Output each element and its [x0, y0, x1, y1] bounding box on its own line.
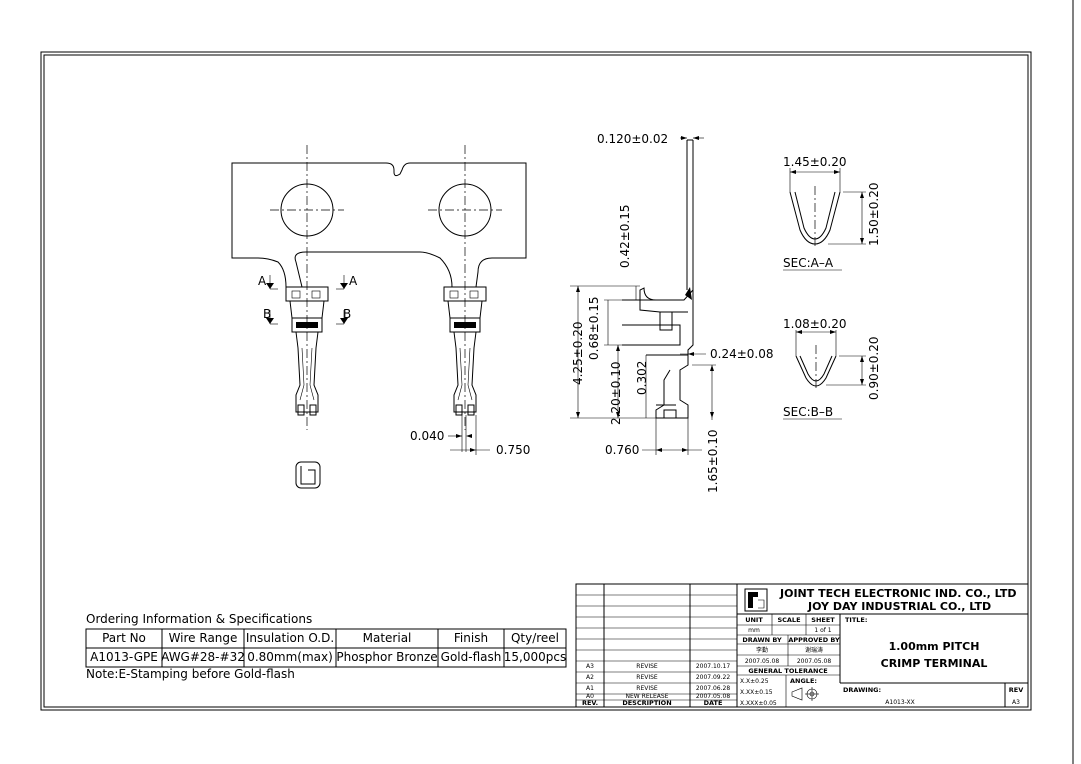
dim-042: 0.42±0.15 — [618, 205, 632, 269]
drawn-name: 李勤 — [756, 646, 768, 654]
col-material: Material — [363, 631, 412, 645]
dim-0760: 0.760 — [605, 443, 639, 457]
ordering-heading: Ordering Information & Specifications — [86, 612, 312, 626]
company-name-2: JOY DAY INDUSTRIAL CO., LTD — [807, 600, 991, 613]
drawn-date: 2007.05.08 — [745, 658, 780, 665]
ordering-note: Note:E-Stamping before Gold-flash — [86, 667, 295, 681]
rev-row4-desc: NEW RELEASE — [626, 693, 669, 700]
drawing-no-label: DRAWING: — [843, 686, 881, 694]
title-label: TITLE: — [845, 616, 867, 624]
rev-row2-rev: A2 — [586, 674, 594, 681]
side-view: 0.120±0.02 0.42±0.15 4.25±0.20 0.68±0.15… — [570, 132, 774, 493]
dim-0120: 0.120±0.02 — [597, 132, 668, 146]
rev-row3-rev: A1 — [586, 685, 594, 692]
rev-row1-date: 2007.10.17 — [696, 663, 731, 670]
col-finish: Finish — [454, 631, 488, 645]
section-a-a: 1.45±0.20 1.50±0.20 SEC:A–A — [783, 155, 881, 271]
dim-0750: 0.750 — [496, 443, 530, 457]
unit-value: mm — [748, 627, 760, 634]
inner-border — [43, 54, 1029, 708]
col-insulation: Insulation O.D. — [246, 631, 334, 645]
rev-row2-desc: REVISE — [636, 674, 658, 681]
dim-425: 4.25±0.20 — [571, 322, 585, 386]
ordering-table: Ordering Information & Specifications Pa… — [85, 612, 567, 681]
sec-b-height: 0.90±0.20 — [867, 337, 881, 401]
cell-insulation: 0.80mm(max) — [247, 650, 333, 664]
sec-a-label: SEC:A–A — [783, 256, 834, 270]
rev-row1-rev: A3 — [586, 663, 594, 670]
company-logo — [744, 588, 768, 612]
sec-a-marker-right: A — [349, 274, 358, 288]
sec-a-marker-left: A — [258, 274, 267, 288]
rev-header-date: DATE — [704, 699, 723, 707]
tol-three-place: X.XXX±0.05 — [740, 700, 777, 707]
projection-symbol-icon — [791, 687, 819, 701]
col-wire-range: Wire Range — [169, 631, 238, 645]
logo-mark — [748, 592, 758, 608]
approved-by-label: APPROVED BY — [788, 636, 840, 644]
carrier-strip — [231, 162, 527, 288]
scale-label: SCALE — [777, 616, 800, 624]
sec-b-width: 1.08±0.20 — [783, 317, 847, 331]
cell-qty: 15,000pcs — [504, 650, 566, 664]
title-block: A3 REVISE 2007.10.17 A2 REVISE 2007.09.2… — [575, 583, 1029, 708]
col-qty: Qty/reel — [511, 631, 559, 645]
tol-one-place: X.X±0.25 — [740, 678, 769, 685]
sheet-label: SHEET — [811, 616, 835, 624]
rev-header-desc: DESCRIPTION — [622, 699, 671, 707]
drawn-by-label: DRAWN BY — [742, 636, 782, 644]
general-tolerance-label: GENERAL TOLERANCE — [748, 667, 827, 675]
company-name-1: JOINT TECH ELECTRONIC IND. CO., LTD — [779, 587, 1016, 600]
angle-label: ANGLE: — [790, 677, 817, 685]
part-title-line1: 1.00mm PITCH — [889, 640, 980, 653]
tol-two-place: X.XX±0.15 — [740, 689, 773, 696]
dim-068: 0.68±0.15 — [587, 297, 601, 361]
sec-a-width: 1.45±0.20 — [783, 155, 847, 169]
dim-0040: 0.040 — [410, 429, 444, 443]
cell-finish: Gold-flash — [441, 650, 502, 664]
dim-0302: 0.302 — [635, 361, 649, 395]
cell-wire-range: AWG#28-#32 — [161, 650, 245, 664]
rev-header-rev: REV. — [582, 699, 598, 707]
dim-024: 0.24±0.08 — [710, 347, 774, 361]
rev-row3-date: 2007.06.28 — [696, 685, 731, 692]
rev-row4-date: 2007.05.08 — [696, 693, 731, 700]
approved-name: 谢瑞涛 — [805, 646, 823, 654]
front-view: A A B B 0.040 0.750 — [231, 145, 530, 489]
dim-220: 2.20±0.10 — [609, 362, 623, 426]
outer-border — [40, 51, 1032, 711]
rev-value: A3 — [1012, 699, 1020, 706]
terminal-end-view — [295, 461, 321, 489]
rev-label: REV — [1009, 686, 1023, 694]
cell-part-no: A1013-GPE — [90, 650, 158, 664]
unit-label: UNIT — [745, 616, 763, 624]
rev-row2-date: 2007.09.22 — [696, 674, 731, 681]
rev-row3-desc: REVISE — [636, 685, 658, 692]
sheet-value: 1 of 1 — [814, 627, 831, 634]
cell-material: Phosphor Bronze — [336, 650, 437, 664]
sec-b-marker-right: B — [343, 307, 351, 321]
approved-date: 2007.05.08 — [797, 658, 832, 665]
rev-row1-desc: REVISE — [636, 663, 658, 670]
sec-b-marker-left: B — [263, 307, 271, 321]
terminal-right — [443, 286, 487, 416]
part-title-line2: CRIMP TERMINAL — [881, 657, 988, 670]
rev-row4-rev: A0 — [586, 693, 594, 700]
section-b-b: 1.08±0.20 0.90±0.20 SEC:B–B — [783, 317, 881, 420]
sec-b-label: SEC:B–B — [783, 405, 833, 419]
col-part-no: Part No — [102, 631, 146, 645]
dim-165: 1.65±0.10 — [706, 430, 720, 494]
sec-a-height: 1.50±0.20 — [867, 183, 881, 247]
drawing-no: A1013-XX — [885, 699, 914, 706]
terminal-left — [285, 286, 329, 416]
